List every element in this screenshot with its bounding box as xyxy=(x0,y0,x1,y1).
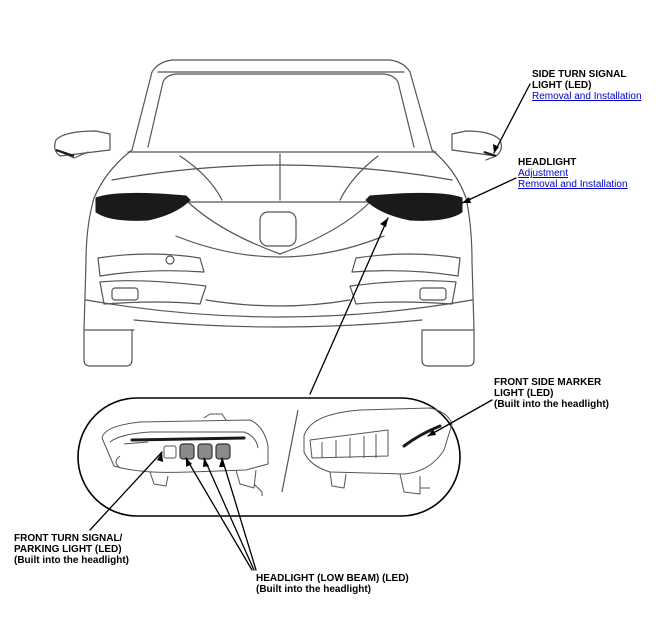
callout-headlight: HEADLIGHT Adjustment Removal and Install… xyxy=(518,157,654,190)
front-side-marker-light xyxy=(402,424,442,448)
callout-side-turn-signal: SIDE TURN SIGNAL LIGHT (LED) Removal and… xyxy=(532,69,654,102)
leader-arrowheads xyxy=(157,144,499,467)
low-beam-line2: (Built into the headlight) xyxy=(256,584,371,595)
callout-front-turn-parking: FRONT TURN SIGNAL/ PARKING LIGHT (LED) (… xyxy=(14,533,184,566)
callout-front-side-marker: FRONT SIDE MARKER LIGHT (LED) (Built int… xyxy=(494,377,654,410)
side-turn-signal-title-line1: SIDE TURN SIGNAL xyxy=(532,69,627,80)
wheels xyxy=(83,329,475,367)
hood-lines xyxy=(111,153,453,201)
detail-capsule xyxy=(77,397,461,517)
body-outline xyxy=(83,149,475,331)
lower-fascia xyxy=(97,253,461,307)
front-side-marker-line2: LIGHT (LED) xyxy=(494,388,554,399)
grille-outline xyxy=(175,201,385,258)
left-mirror xyxy=(54,130,111,159)
front-turn-parking-line1: FRONT TURN SIGNAL/ xyxy=(14,533,123,544)
front-side-marker-line3: (Built into the headlight) xyxy=(494,399,609,410)
low-beam-line1: HEADLIGHT (LOW BEAM) (LED) xyxy=(256,573,409,584)
right-side-turn-signal xyxy=(483,150,497,158)
front-turn-parking-line2: PARKING LIGHT (LED) xyxy=(14,544,122,555)
front-side-marker-line1: FRONT SIDE MARKER xyxy=(494,377,602,388)
windshield-outline xyxy=(127,59,437,153)
capsule-divider xyxy=(281,409,299,493)
side-turn-signal-title-line2: LIGHT (LED) xyxy=(532,80,592,91)
front-turn-parking-line3: (Built into the headlight) xyxy=(14,555,129,566)
turn-signal-strip xyxy=(130,436,246,442)
headlight-removal-link[interactable]: Removal and Installation xyxy=(518,179,628,190)
right-headlight xyxy=(365,192,463,221)
left-side-turn-signal xyxy=(55,148,75,158)
low-beam-led-modules xyxy=(179,443,231,460)
side-turn-signal-removal-link[interactable]: Removal and Installation xyxy=(532,91,642,102)
leader-lines xyxy=(89,83,531,571)
callout-low-beam: HEADLIGHT (LOW BEAM) (LED) (Built into t… xyxy=(256,573,456,595)
left-headlight xyxy=(95,192,191,221)
headlight-detail-front xyxy=(101,413,269,496)
headlight-adjustment-link[interactable]: Adjustment xyxy=(518,168,569,179)
headlight-title: HEADLIGHT xyxy=(518,157,577,168)
headlight-detail-angled xyxy=(303,407,453,495)
